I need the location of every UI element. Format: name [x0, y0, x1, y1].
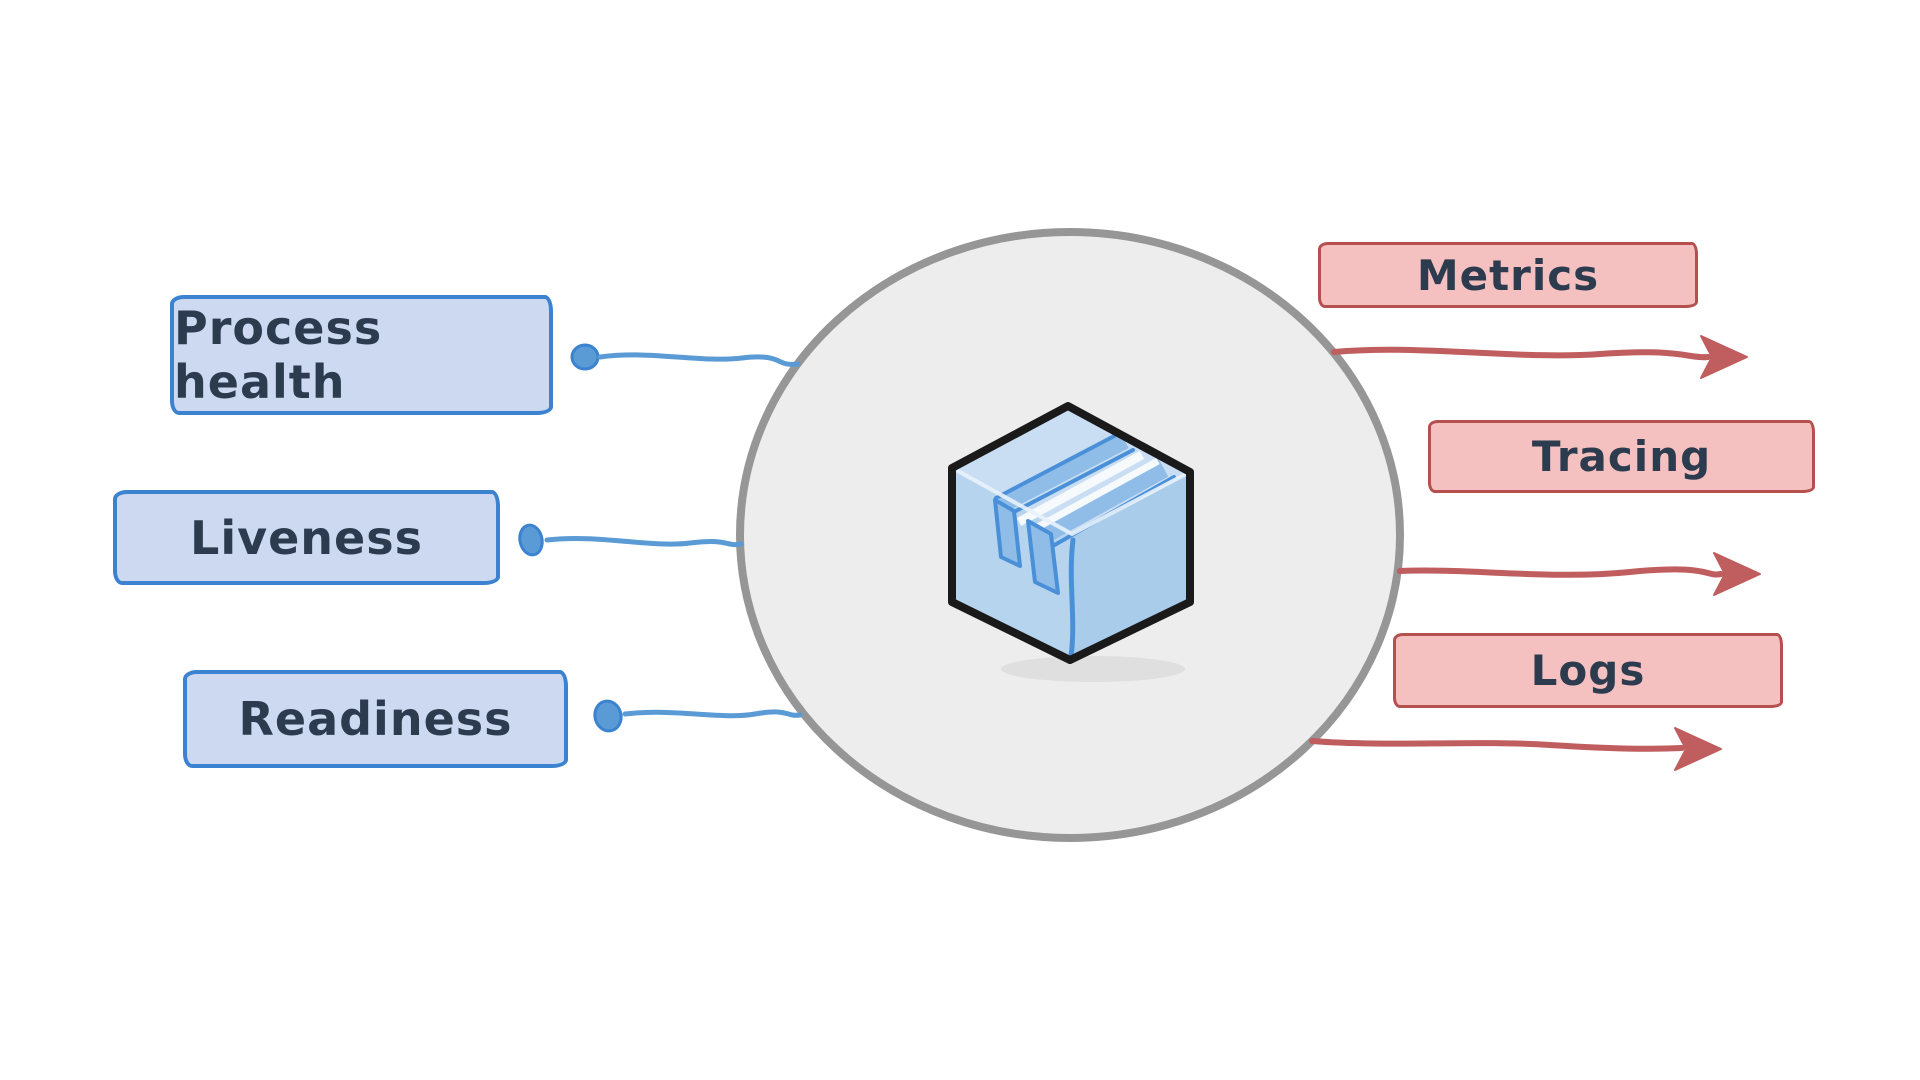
output-arrow-logs [1309, 727, 1722, 771]
tape-stripe-edge [1008, 448, 1135, 516]
output-box-logs: Logs [1393, 633, 1783, 708]
output-label: Logs [1530, 646, 1646, 695]
arrowhead-icon [1674, 727, 1722, 771]
connector-line [622, 709, 803, 719]
tape-tab [1026, 519, 1060, 595]
tape-stripe [1034, 457, 1169, 545]
tape-stripe-edge [994, 431, 1122, 500]
output-box-metrics: Metrics [1318, 242, 1698, 308]
output-arrow-tracing [1397, 552, 1761, 596]
input-box-liveness: Liveness [113, 490, 500, 585]
connector-line [597, 352, 801, 367]
connector-dot-icon [570, 343, 600, 371]
tape-tab [993, 498, 1022, 568]
input-connector-liveness [518, 523, 744, 557]
output-box-tracing: Tracing [1428, 420, 1815, 493]
input-label: Readiness [238, 692, 513, 746]
cube-outline [948, 402, 1194, 664]
arrow-line [1309, 738, 1685, 752]
connector-dot-icon [518, 523, 544, 557]
tape-highlight [1016, 451, 1145, 526]
output-label: Metrics [1416, 250, 1600, 300]
input-box-process-health: Process health [170, 295, 553, 415]
connector-line [544, 536, 744, 548]
tape-highlight [1034, 457, 1160, 532]
arrowhead-icon [1713, 552, 1761, 596]
input-connector-process-health [570, 343, 801, 371]
connector-dot-icon [593, 699, 623, 733]
output-arrow-metrics [1331, 335, 1748, 379]
cube-shadow [1001, 656, 1185, 682]
cube-ridge [955, 468, 1187, 537]
arrowhead-icon [1700, 335, 1748, 379]
tape-stripe [998, 433, 1129, 513]
cube-front-seam [1068, 537, 1076, 659]
input-connector-readiness [593, 699, 803, 733]
package-cube-icon [948, 402, 1194, 682]
output-label: Tracing [1531, 432, 1712, 481]
input-box-readiness: Readiness [183, 670, 568, 768]
arrow-line [1331, 346, 1711, 361]
input-label: Process health [174, 301, 383, 409]
arrow-line [1397, 566, 1724, 578]
input-label: Liveness [190, 510, 423, 565]
